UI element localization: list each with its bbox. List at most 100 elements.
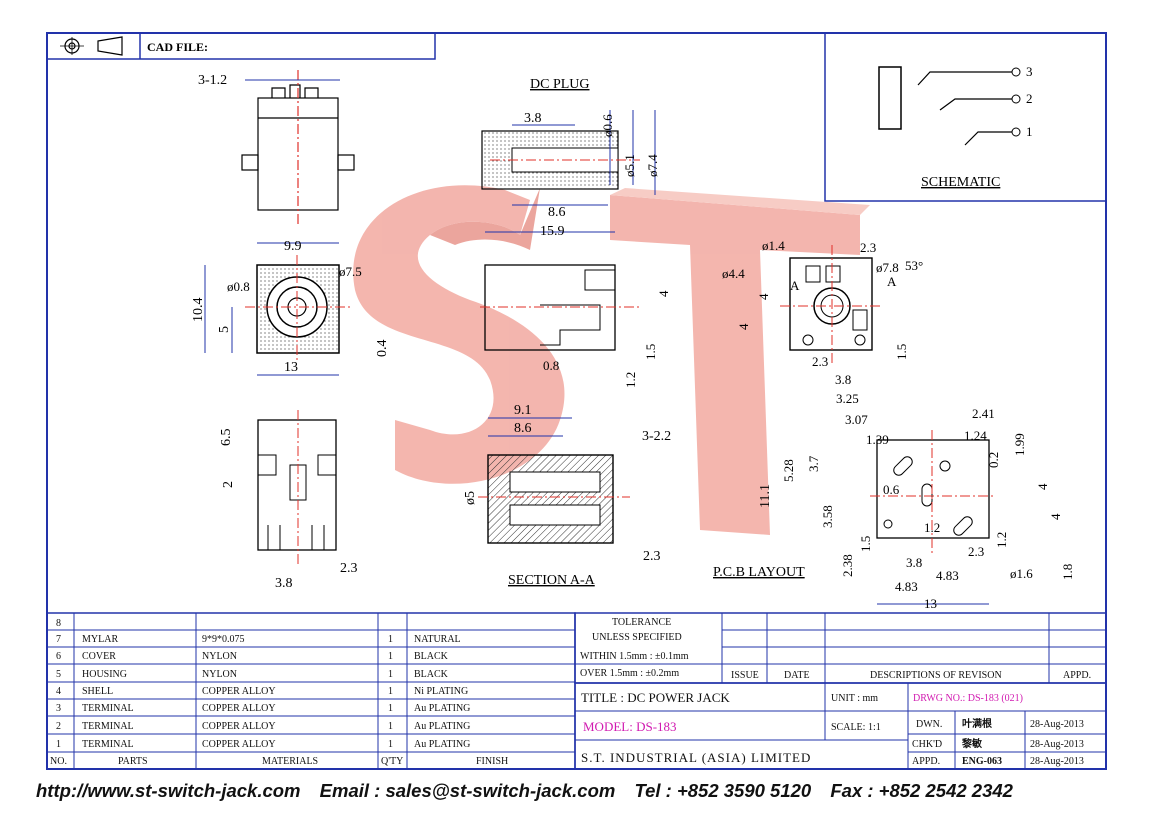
svg-text:Au PLATING: Au PLATING xyxy=(414,721,470,732)
svg-text:NYLON: NYLON xyxy=(202,669,237,680)
svg-text:11.1: 11.1 xyxy=(758,484,773,508)
appd-date: 28-Aug-2013 xyxy=(1030,756,1084,767)
svg-text:1: 1 xyxy=(388,634,393,645)
rear-view: ø1.4 2.3 ø4.4 ø7.8 53° A A 4 4 2.3 1.5 3… xyxy=(722,238,923,387)
svg-text:4: 4 xyxy=(656,290,671,297)
table-row: 5 HOUSING NYLON 1 BLACK xyxy=(56,669,449,680)
svg-text:9.9: 9.9 xyxy=(284,239,302,254)
svg-text:1: 1 xyxy=(56,739,61,750)
svg-text:Au PLATING: Au PLATING xyxy=(414,703,470,714)
svg-text:COPPER ALLOY: COPPER ALLOY xyxy=(202,721,276,732)
svg-text:3.8: 3.8 xyxy=(906,555,922,570)
svg-text:4: 4 xyxy=(1048,513,1063,520)
table-row: 7 MYLAR 9*9*0.075 1 NATURAL xyxy=(56,634,461,645)
schematic-title: SCHEMATIC xyxy=(921,175,1000,190)
table-row: 8 xyxy=(56,618,61,629)
schematic-box: 3 2 1 SCHEMATIC xyxy=(824,32,1107,202)
svg-text:ø7.8: ø7.8 xyxy=(876,260,899,275)
dc-plug-view: DC PLUG 3.8 8.6 ø0.6 ø5.1 ø7.4 xyxy=(481,77,660,220)
svg-text:2.41: 2.41 xyxy=(972,406,995,421)
svg-text:5.28: 5.28 xyxy=(781,459,796,482)
tolerance-subtitle: UNLESS SPECIFIED xyxy=(592,632,682,643)
svg-text:HOUSING: HOUSING xyxy=(82,669,127,680)
svg-text:53°: 53° xyxy=(905,258,923,273)
svg-text:2.3: 2.3 xyxy=(340,561,358,576)
svg-text:2.3: 2.3 xyxy=(968,544,984,559)
svg-text:1.39: 1.39 xyxy=(866,432,889,447)
cad-file-label: CAD FILE: xyxy=(147,40,208,54)
svg-text:8: 8 xyxy=(56,618,61,629)
svg-text:ø0.6: ø0.6 xyxy=(600,114,615,137)
svg-text:2: 2 xyxy=(56,721,61,732)
revision-appd-header: APPD. xyxy=(1063,670,1091,681)
svg-text:COVER: COVER xyxy=(82,651,116,662)
website-link[interactable]: http://www.st-switch-jack.com xyxy=(36,780,301,801)
svg-text:3-1.2: 3-1.2 xyxy=(198,73,227,88)
svg-text:0.4: 0.4 xyxy=(375,340,390,358)
dwn-date: 28-Aug-2013 xyxy=(1030,719,1084,730)
svg-text:9.1: 9.1 xyxy=(514,403,532,418)
svg-text:1: 1 xyxy=(388,669,393,680)
svg-text:BLACK: BLACK xyxy=(414,669,449,680)
svg-text:4: 4 xyxy=(1035,483,1050,490)
pin-2-label: 2 xyxy=(1026,91,1033,106)
svg-text:MATERIALS: MATERIALS xyxy=(262,756,318,767)
bom-table xyxy=(46,612,576,770)
svg-text:2.3: 2.3 xyxy=(812,354,828,369)
svg-text:TERMINAL: TERMINAL xyxy=(82,703,134,714)
svg-text:A: A xyxy=(790,278,800,293)
svg-text:0.2: 0.2 xyxy=(986,452,1001,468)
dwn-name: 叶满根 xyxy=(962,717,992,730)
svg-text:3.8: 3.8 xyxy=(275,576,293,591)
contact-footer: http://www.st-switch-jack.com Email : sa… xyxy=(36,780,1146,802)
bottom-view: 6.5 2 3.8 2.3 xyxy=(219,410,358,591)
svg-text:10.4: 10.4 xyxy=(191,298,206,323)
svg-text:1.5: 1.5 xyxy=(894,344,909,360)
chk-date: 28-Aug-2013 xyxy=(1030,739,1084,750)
svg-text:ø5.1: ø5.1 xyxy=(622,154,637,177)
unit-text: UNIT : mm xyxy=(831,693,878,704)
fax-text: Fax : +852 2542 2342 xyxy=(830,780,1013,801)
svg-text:3-2.2: 3-2.2 xyxy=(642,429,671,444)
svg-text:NATURAL: NATURAL xyxy=(414,634,461,645)
pcb-title: P.C.B LAYOUT xyxy=(713,565,805,580)
svg-text:ø0.8: ø0.8 xyxy=(227,279,250,294)
svg-text:1.5: 1.5 xyxy=(858,536,873,552)
svg-text:TERMINAL: TERMINAL xyxy=(82,739,134,750)
svg-text:Au PLATING: Au PLATING xyxy=(414,739,470,750)
email-text[interactable]: Email : sales@st-switch-jack.com xyxy=(319,780,616,801)
dc-plug-title: DC PLUG xyxy=(530,77,590,92)
svg-text:ø4.4: ø4.4 xyxy=(722,266,745,281)
svg-text:1.2: 1.2 xyxy=(623,372,638,388)
svg-text:TERMINAL: TERMINAL xyxy=(82,721,134,732)
svg-text:COPPER ALLOY: COPPER ALLOY xyxy=(202,703,276,714)
svg-text:1: 1 xyxy=(388,651,393,662)
chk-name: 黎敏 xyxy=(962,737,982,750)
svg-text:1.2: 1.2 xyxy=(924,520,940,535)
revision-desc-header: DESCRIPTIONS OF REVISON xyxy=(870,670,1002,681)
svg-text:1.8: 1.8 xyxy=(1060,564,1075,580)
svg-text:1.24: 1.24 xyxy=(964,428,987,443)
svg-text:ø1.6: ø1.6 xyxy=(1010,566,1033,581)
side-view: 15.9 4 1.5 0.8 1.2 xyxy=(480,224,671,388)
svg-text:BLACK: BLACK xyxy=(414,651,449,662)
pcb-layout-view: 3.25 2.41 3.07 1.24 1.39 1.99 5.28 3.7 0… xyxy=(713,391,1075,611)
svg-text:3.25: 3.25 xyxy=(836,391,859,406)
svg-text:13: 13 xyxy=(924,596,937,611)
svg-text:2.38: 2.38 xyxy=(840,554,855,577)
appd-name: ENG-063 xyxy=(962,756,1002,767)
svg-text:1.2: 1.2 xyxy=(994,532,1009,548)
svg-text:COPPER ALLOY: COPPER ALLOY xyxy=(202,739,276,750)
svg-text:2.3: 2.3 xyxy=(643,549,661,564)
drawing-number: DRWG NO.: DS-183 (021) xyxy=(913,693,1023,704)
svg-text:2: 2 xyxy=(221,481,236,488)
table-row: 2 TERMINAL COPPER ALLOY 1 Au PLATING xyxy=(56,721,470,732)
revision-date-header: DATE xyxy=(784,670,810,681)
svg-text:FINISH: FINISH xyxy=(476,756,508,767)
svg-text:1.5: 1.5 xyxy=(643,344,658,360)
svg-text:4.83: 4.83 xyxy=(895,579,918,594)
svg-text:ø5: ø5 xyxy=(463,491,478,505)
svg-text:4: 4 xyxy=(56,686,61,697)
table-row: 1 TERMINAL COPPER ALLOY 1 Au PLATING xyxy=(56,739,470,750)
